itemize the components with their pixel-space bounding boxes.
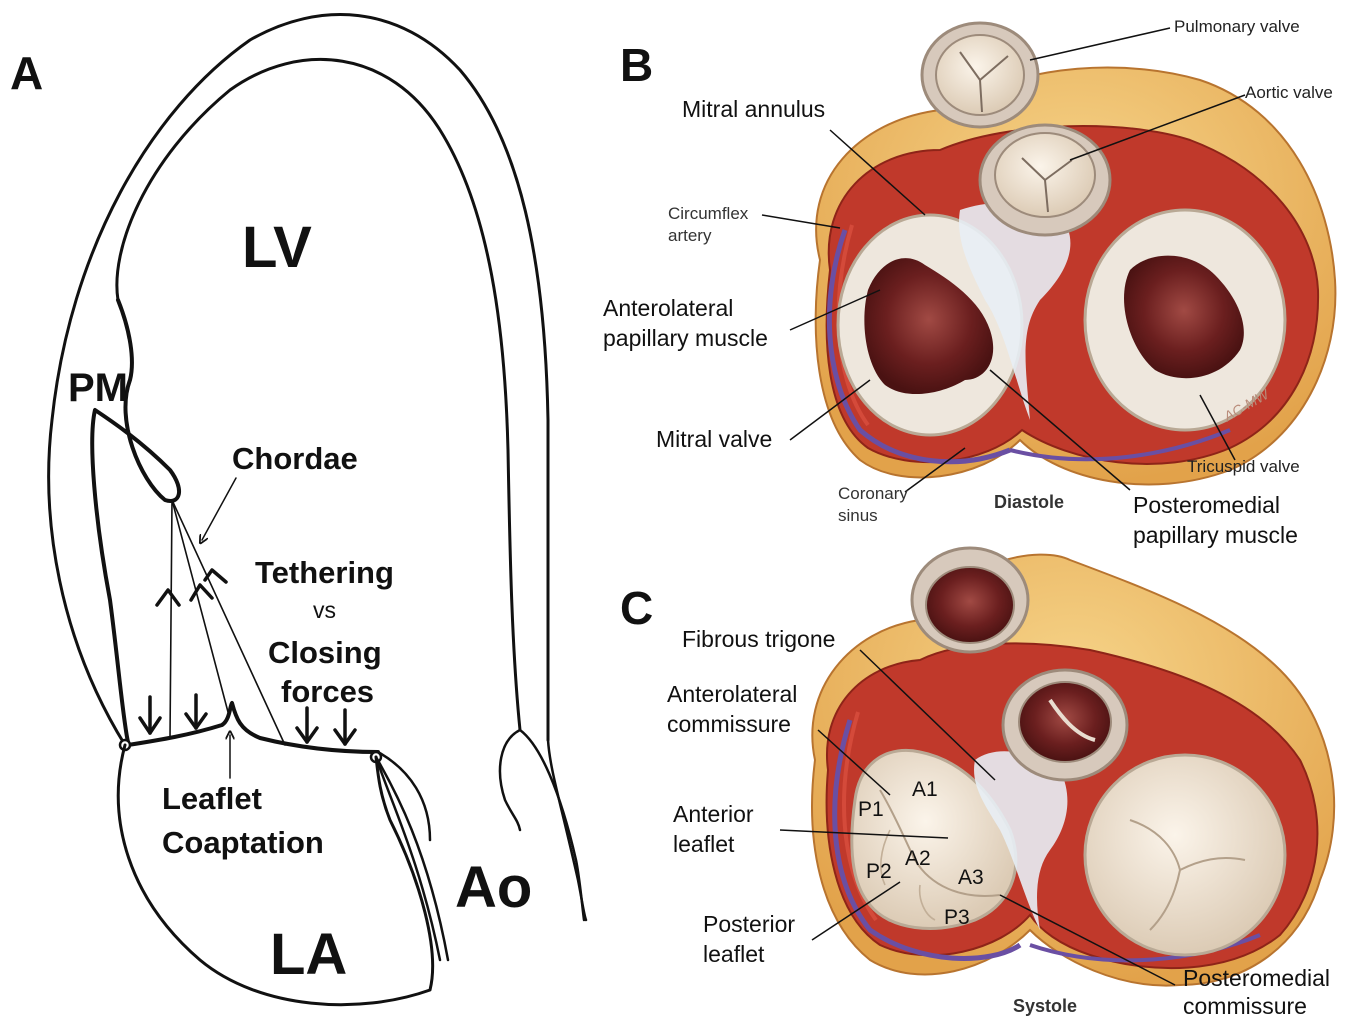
posteromedial-commissure-label-1: Posteromedial [1183,966,1330,992]
scallop-a2: A2 [905,847,931,871]
circumflex-label-2: artery [668,226,711,245]
posteromedial-pm-label-2: papillary muscle [1133,523,1298,549]
aortic-wall-3 [378,752,430,840]
aortic-valve-label: Aortic valve [1245,83,1333,102]
coaptation-label: Coaptation [162,826,324,861]
anterolateral-commissure-label-1: Anterolateral [667,682,797,708]
lv-inner-wall [117,59,520,730]
scallop-a3: A3 [958,866,984,890]
tricuspid-closed-c [1085,755,1285,955]
pulmonary-valve-label: Pulmonary valve [1174,17,1300,36]
chordae-label: Chordae [232,442,358,477]
chorda-1 [170,500,172,738]
tethering-label: Tethering [255,556,394,591]
tether-arrow-2 [191,585,212,600]
pm-label: PM [68,366,128,411]
aortic-valve-b [995,133,1095,217]
panel-a-letter: A [10,48,43,100]
anterior-leaflet-label-1: Anterior [673,802,754,828]
anterolateral-pm-label-2: papillary muscle [603,326,768,352]
forces-label: forces [281,675,374,710]
ao-label: Ao [455,856,532,921]
mitral-annulus-label: Mitral annulus [682,97,825,123]
scallop-p3: P3 [944,906,970,930]
diastole-label: Diastole [994,492,1064,512]
coronary-sinus-label-1: Coronary [838,484,908,503]
vs-label: vs [313,598,336,624]
anterolateral-commissure-label-2: commissure [667,712,791,738]
lv-label: LV [242,216,312,281]
pulmonary-valve-b [936,35,1024,115]
panel-b-letter: B [620,40,653,92]
anterior-leaflet-line [128,703,378,752]
leaflet-label: Leaflet [162,782,262,817]
anterior-leaflet-label-2: leaflet [673,832,734,858]
closing-label: Closing [268,636,382,671]
circumflex-label-1: Circumflex [668,204,748,223]
tricuspid-valve-label: Tricuspid valve [1187,457,1300,476]
aorta-inner [500,730,520,830]
panel-c-illustration [812,548,1334,986]
mitral-valve-label: Mitral valve [656,427,772,453]
leader-pulmonary-valve [1030,28,1170,60]
tether-arrow-1 [157,590,179,605]
scallop-p2: P2 [866,860,892,884]
anterolateral-pm-label-1: Anterolateral [603,296,733,322]
la-label: LA [270,923,347,988]
panel-c-letter: C [620,583,653,635]
coronary-sinus-label-2: sinus [838,506,878,525]
scallop-a1: A1 [912,778,938,802]
posterior-leaflet-label-1: Posterior [703,912,795,938]
scallop-p1: P1 [858,798,884,822]
fibrous-trigone-label: Fibrous trigone [682,627,835,653]
chordae-pointer [202,478,236,540]
pulmonary-valve-open-c [926,567,1014,643]
systole-label: Systole [1013,996,1077,1016]
posteromedial-commissure-label-2: commissure [1183,994,1307,1020]
posteromedial-pm-label-1: Posteromedial [1133,493,1280,519]
posterior-leaflet-label-2: leaflet [703,942,764,968]
